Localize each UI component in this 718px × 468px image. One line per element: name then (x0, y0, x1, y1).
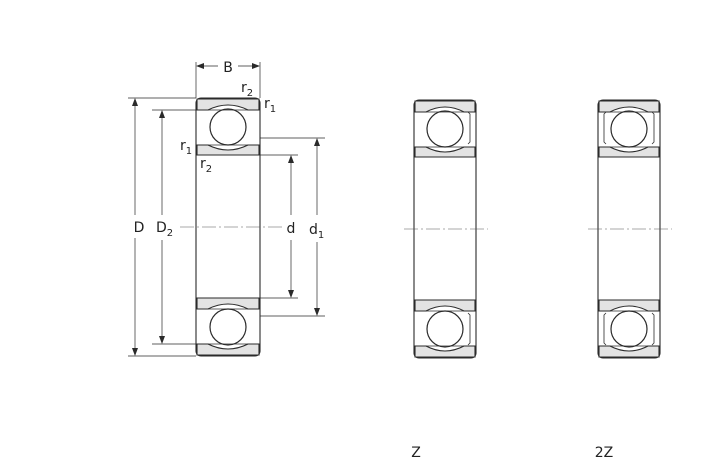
outer-ring-bottom (196, 343, 260, 356)
svg-text:r1: r1 (180, 138, 192, 157)
caption-z: Z (411, 445, 421, 461)
ball-z-bottom (426, 310, 464, 348)
inner-ring-bottom (196, 297, 260, 310)
label-b: B (223, 60, 233, 76)
dimension-d-outer: D (128, 97, 196, 357)
svg-text:d1: d1 (309, 222, 324, 241)
chamfer-labels-top: r2 r1 r1 r2 (180, 80, 276, 175)
dimension-b: B (195, 60, 261, 98)
shield-z-top (467, 111, 471, 145)
inner-ring-top (196, 144, 260, 156)
shield-2z-bottom-right (651, 312, 655, 346)
label-d-outer: D (134, 220, 145, 236)
label-r1-top: r (264, 96, 270, 112)
label-d2: D (156, 220, 167, 236)
label-r2-top: r (241, 80, 247, 96)
shield-2z-bottom-left (603, 312, 607, 346)
bearing-z (404, 99, 488, 359)
ball-top (209, 108, 247, 146)
svg-text:r2: r2 (200, 156, 212, 175)
ball-z-top (426, 110, 464, 148)
shield-2z-top-left (603, 111, 607, 145)
shield-z-bottom (467, 312, 471, 346)
label-d-bore: d (287, 221, 296, 237)
ball-2z-bottom (610, 310, 648, 348)
bearing-open (180, 97, 285, 357)
caption-2z: 2Z (595, 445, 614, 461)
svg-text:D2: D2 (156, 220, 173, 239)
dimension-d2: D2 (152, 109, 197, 345)
dimension-d-bore: d (260, 154, 298, 299)
label-r1-left: r (180, 138, 186, 154)
shield-2z-top-right (651, 111, 655, 145)
label-d1: d (309, 222, 318, 238)
ball-2z-top (610, 110, 648, 148)
dimension-d1: d1 (260, 137, 325, 317)
ball-bottom (209, 308, 247, 346)
label-r2-left: r (200, 156, 206, 172)
bearing-2z (588, 99, 672, 359)
svg-text:r2: r2 (241, 80, 253, 99)
outer-ring-top (196, 98, 260, 111)
svg-text:r1: r1 (264, 96, 276, 115)
